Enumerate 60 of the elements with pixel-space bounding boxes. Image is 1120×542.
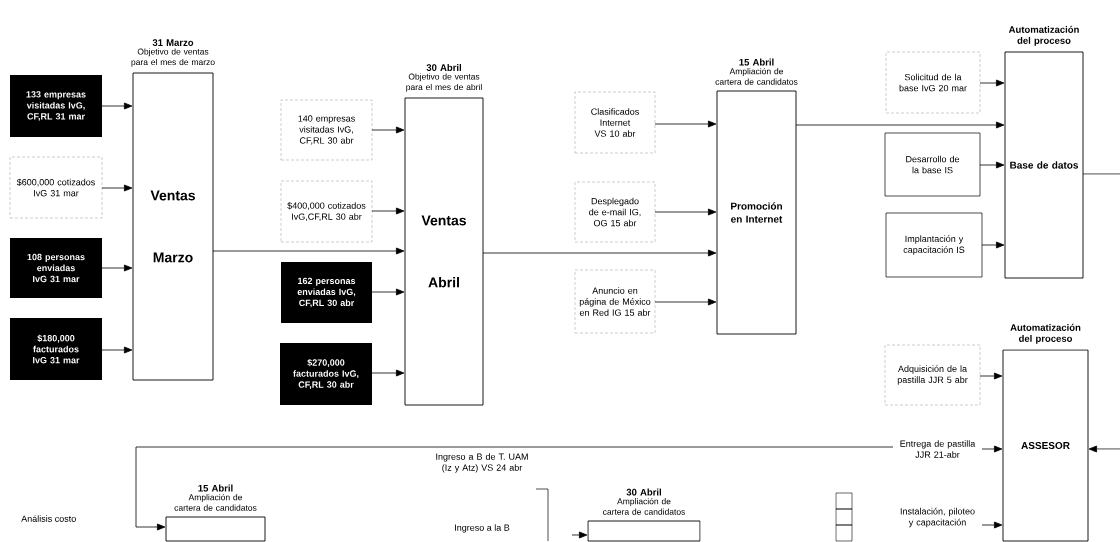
- arrow: [101, 264, 133, 272]
- target-box: $270,000 facturados IvG, CF,RL 30 abr: [280, 343, 372, 405]
- process-box: Ventas Abril: [404, 97, 484, 406]
- task-box: $400,000 cotizados IvG,CF,RL 30 abr: [280, 180, 373, 243]
- arrow: [654, 208, 717, 216]
- task-box: Implantación y capacitación IS: [885, 212, 983, 278]
- target-box: 108 personas enviadas IvG 31 mar: [10, 238, 102, 298]
- heading-text: Objetivo de ventas para el mes de abril: [406, 73, 482, 92]
- process-box: Ventas Marzo: [132, 72, 214, 381]
- heading-text: Automatización del proceso: [1008, 25, 1079, 46]
- heading-text: 31 Marzo: [152, 39, 194, 46]
- arrow: [101, 102, 133, 110]
- heading-text: Ampliación de cartera de candidatos: [715, 67, 798, 85]
- arrow: [212, 247, 405, 255]
- heading-text: Automatización del proceso: [1010, 323, 1081, 344]
- arrow: [979, 161, 1005, 169]
- arrow: [371, 126, 405, 134]
- arrow: [571, 531, 588, 539]
- heading-text: Ampliación de cartera de candidatos: [174, 493, 257, 511]
- target-box: 162 personas enviadas IvG, CF,RL 30 abr: [281, 262, 372, 323]
- arrow: [981, 445, 1003, 453]
- arrow: [371, 207, 405, 215]
- task-box: Clasificados Internet VS 10 abr: [574, 91, 656, 154]
- process-box: ASSESOR: [1002, 349, 1089, 542]
- process-box: Base de datos: [1004, 51, 1084, 279]
- target-box: $180,000 facturados IvG 31 mar: [10, 318, 102, 380]
- heading-text: 15 Abril: [198, 484, 233, 492]
- heading-text: 15 Abril: [739, 58, 774, 66]
- note-text: Análisis costo: [21, 515, 76, 522]
- arrow: [482, 249, 717, 257]
- arrow: [795, 121, 1005, 129]
- task-box: Solicitud de la base IvG 20 mar: [885, 51, 981, 114]
- task-box: Desplegado de e-mail IG, OG 15 abr: [574, 181, 656, 243]
- task-text: Entrega de pastilla JJR 21-abr: [900, 440, 976, 458]
- heading-text: 30 Abril: [626, 488, 661, 496]
- heading-text: 30 Abril: [426, 64, 461, 71]
- arrow: [135, 446, 894, 531]
- arrow: [979, 79, 1005, 87]
- arrow: [981, 241, 1005, 249]
- arrow: [371, 288, 405, 296]
- heading-text: Objetivo de ventas para el mes de marzo: [131, 48, 215, 67]
- process-box: Promoción en Internet: [716, 90, 797, 335]
- task-box: $600,000 cotizados IvG 31 mar: [9, 156, 103, 219]
- task-box: 140 empresas visitadas IvG, CF,RL 30 abr: [280, 99, 373, 161]
- target-box: 133 empresas visitadas IvG, CF,RL 31 mar: [10, 75, 102, 137]
- arrow: [101, 346, 133, 354]
- note-text: Ingreso a la B: [455, 524, 510, 533]
- arrow: [101, 184, 133, 192]
- arrow: [371, 369, 405, 377]
- task-box: Anuncio en página de México en Red IG 15 abr: [574, 269, 656, 334]
- arrow: [654, 298, 717, 306]
- note-text: Ingreso a B de T. UAM (Iz y Atz) VS 24 abr: [436, 453, 528, 473]
- task-box: Desarrollo de la base IS: [884, 132, 981, 197]
- task-text: Instalación, piloteo y capacitación: [900, 507, 975, 528]
- arrow: [654, 120, 717, 128]
- task-box: Adquisición de la pastilla JJR 5 abr: [884, 344, 981, 406]
- arrow: [981, 521, 1003, 529]
- heading-text: Ampliación de cartera de candidatos: [603, 497, 685, 515]
- arrow: [1088, 445, 1120, 453]
- arrow: [979, 372, 1003, 380]
